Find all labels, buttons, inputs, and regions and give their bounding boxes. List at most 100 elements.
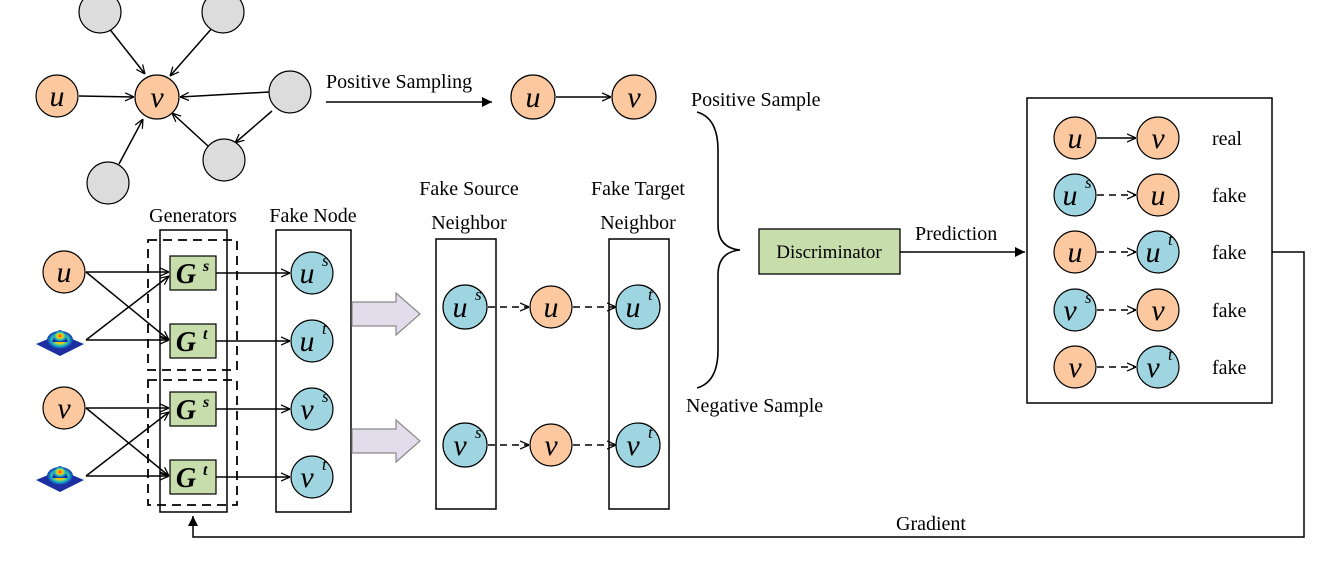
node-v — [134, 74, 180, 120]
result-label: fake — [1212, 185, 1247, 207]
node-v-label: v — [627, 81, 641, 114]
result-row-4: v s v fake — [1053, 288, 1247, 332]
node-u — [1053, 116, 1097, 160]
node-v — [1136, 116, 1180, 160]
node-v — [42, 386, 86, 430]
node-v — [611, 74, 657, 120]
node-us — [1053, 173, 1097, 217]
node-u-label: u — [453, 291, 468, 324]
negative-triple-u: u s u u t — [442, 284, 661, 330]
prediction-label: Prediction — [915, 223, 997, 245]
result-row-3: u u t fake — [1053, 230, 1247, 274]
node-v-label: v — [1151, 122, 1165, 155]
result-label: fake — [1212, 300, 1247, 322]
node-u-label: u — [300, 325, 315, 358]
result-row-2: u s u fake — [1053, 173, 1247, 217]
node-v-label: v — [57, 392, 71, 425]
positive-sample-label: Positive Sample — [691, 89, 821, 111]
right-arrow-icon — [351, 418, 421, 464]
node-u-label: u — [526, 81, 541, 114]
node-v-label: v — [626, 429, 640, 462]
gradient-label: Gradient — [896, 513, 966, 535]
node-us — [442, 284, 488, 330]
superscript-t: t — [322, 455, 328, 474]
result-label: fake — [1212, 357, 1247, 379]
input-edge — [85, 276, 169, 341]
neighbor-node — [202, 138, 246, 182]
sample-brace — [696, 111, 741, 389]
graph-edge — [235, 110, 273, 143]
superscript-t: t — [322, 319, 328, 338]
input-edge — [85, 407, 169, 476]
node-u-label: u — [1063, 179, 1078, 212]
input-edge — [85, 271, 169, 340]
superscript-t: t — [648, 423, 654, 442]
node-u-label: u — [57, 256, 72, 289]
node-u-label: u — [50, 80, 65, 113]
graph-edge — [118, 119, 143, 165]
graph-edge — [170, 26, 214, 76]
prediction-results-box — [1026, 97, 1273, 404]
discriminator-label: Discriminator — [776, 242, 882, 263]
generator-group-u — [147, 239, 238, 371]
result-row-1: u v real — [1053, 116, 1242, 160]
gaussian-noise-icon — [36, 466, 84, 492]
fake-target-title-line2: Neighbor — [600, 212, 676, 234]
generator-g: G — [176, 259, 196, 290]
graph-edge — [78, 96, 134, 97]
superscript-t: t — [1168, 345, 1174, 364]
node-u — [1053, 230, 1097, 274]
node-u-label: u — [1146, 236, 1161, 269]
result-row-5: v v t fake — [1053, 345, 1247, 389]
node-v-label: v — [544, 429, 558, 462]
node-u-label: u — [544, 291, 559, 324]
fake-node-box — [275, 229, 352, 513]
superscript-s: s — [475, 423, 482, 442]
generator-g: G — [176, 395, 196, 426]
node-v-label: v — [453, 429, 467, 462]
node-u — [1136, 173, 1180, 217]
generator-gs-v: G s — [169, 391, 217, 427]
fake-node-vt: v t — [290, 455, 334, 499]
node-ut — [615, 284, 661, 330]
superscript-t: t — [203, 326, 208, 343]
node-v-label: v — [300, 393, 314, 426]
graph-edge — [107, 26, 145, 74]
positive-pair: u v — [510, 74, 657, 120]
generators-box — [159, 229, 228, 513]
input-graph: u v — [35, 0, 312, 205]
node-v-label: v — [1146, 351, 1160, 384]
fake-source-title-line2: Neighbor — [431, 212, 507, 234]
fake-source-box — [435, 238, 497, 510]
node-v-label: v — [1068, 351, 1082, 384]
graph-edge — [172, 113, 209, 147]
fake-target-title-line1: Fake Target — [591, 178, 685, 200]
node-vt — [1136, 345, 1180, 389]
generator-group-v — [147, 379, 238, 506]
positive-sampling-label: Positive Sampling — [326, 71, 472, 93]
node-u — [510, 74, 556, 120]
node-u-label: u — [1068, 122, 1083, 155]
node-v-label: v — [300, 461, 314, 494]
superscript-s: s — [322, 387, 329, 406]
node-vt — [615, 422, 661, 468]
node-u — [35, 74, 79, 118]
superscript-t: t — [1168, 230, 1174, 249]
node-u-label: u — [300, 257, 315, 290]
superscript-t: t — [648, 285, 654, 304]
fake-node-us: u s — [290, 251, 334, 295]
superscript-s: s — [202, 258, 209, 275]
node-ut — [1136, 230, 1180, 274]
neighbor-node — [78, 0, 122, 34]
fake-target-box — [608, 238, 670, 510]
generators-title: Generators — [149, 205, 237, 227]
input-edge — [85, 412, 169, 477]
generator-gt-v: G t — [169, 459, 217, 495]
fake-node-vs: v s — [290, 387, 334, 431]
generator-gs-u: G s — [169, 255, 217, 291]
generator-g: G — [176, 463, 196, 494]
neighbor-node — [201, 0, 245, 34]
neighbor-node — [268, 70, 312, 114]
